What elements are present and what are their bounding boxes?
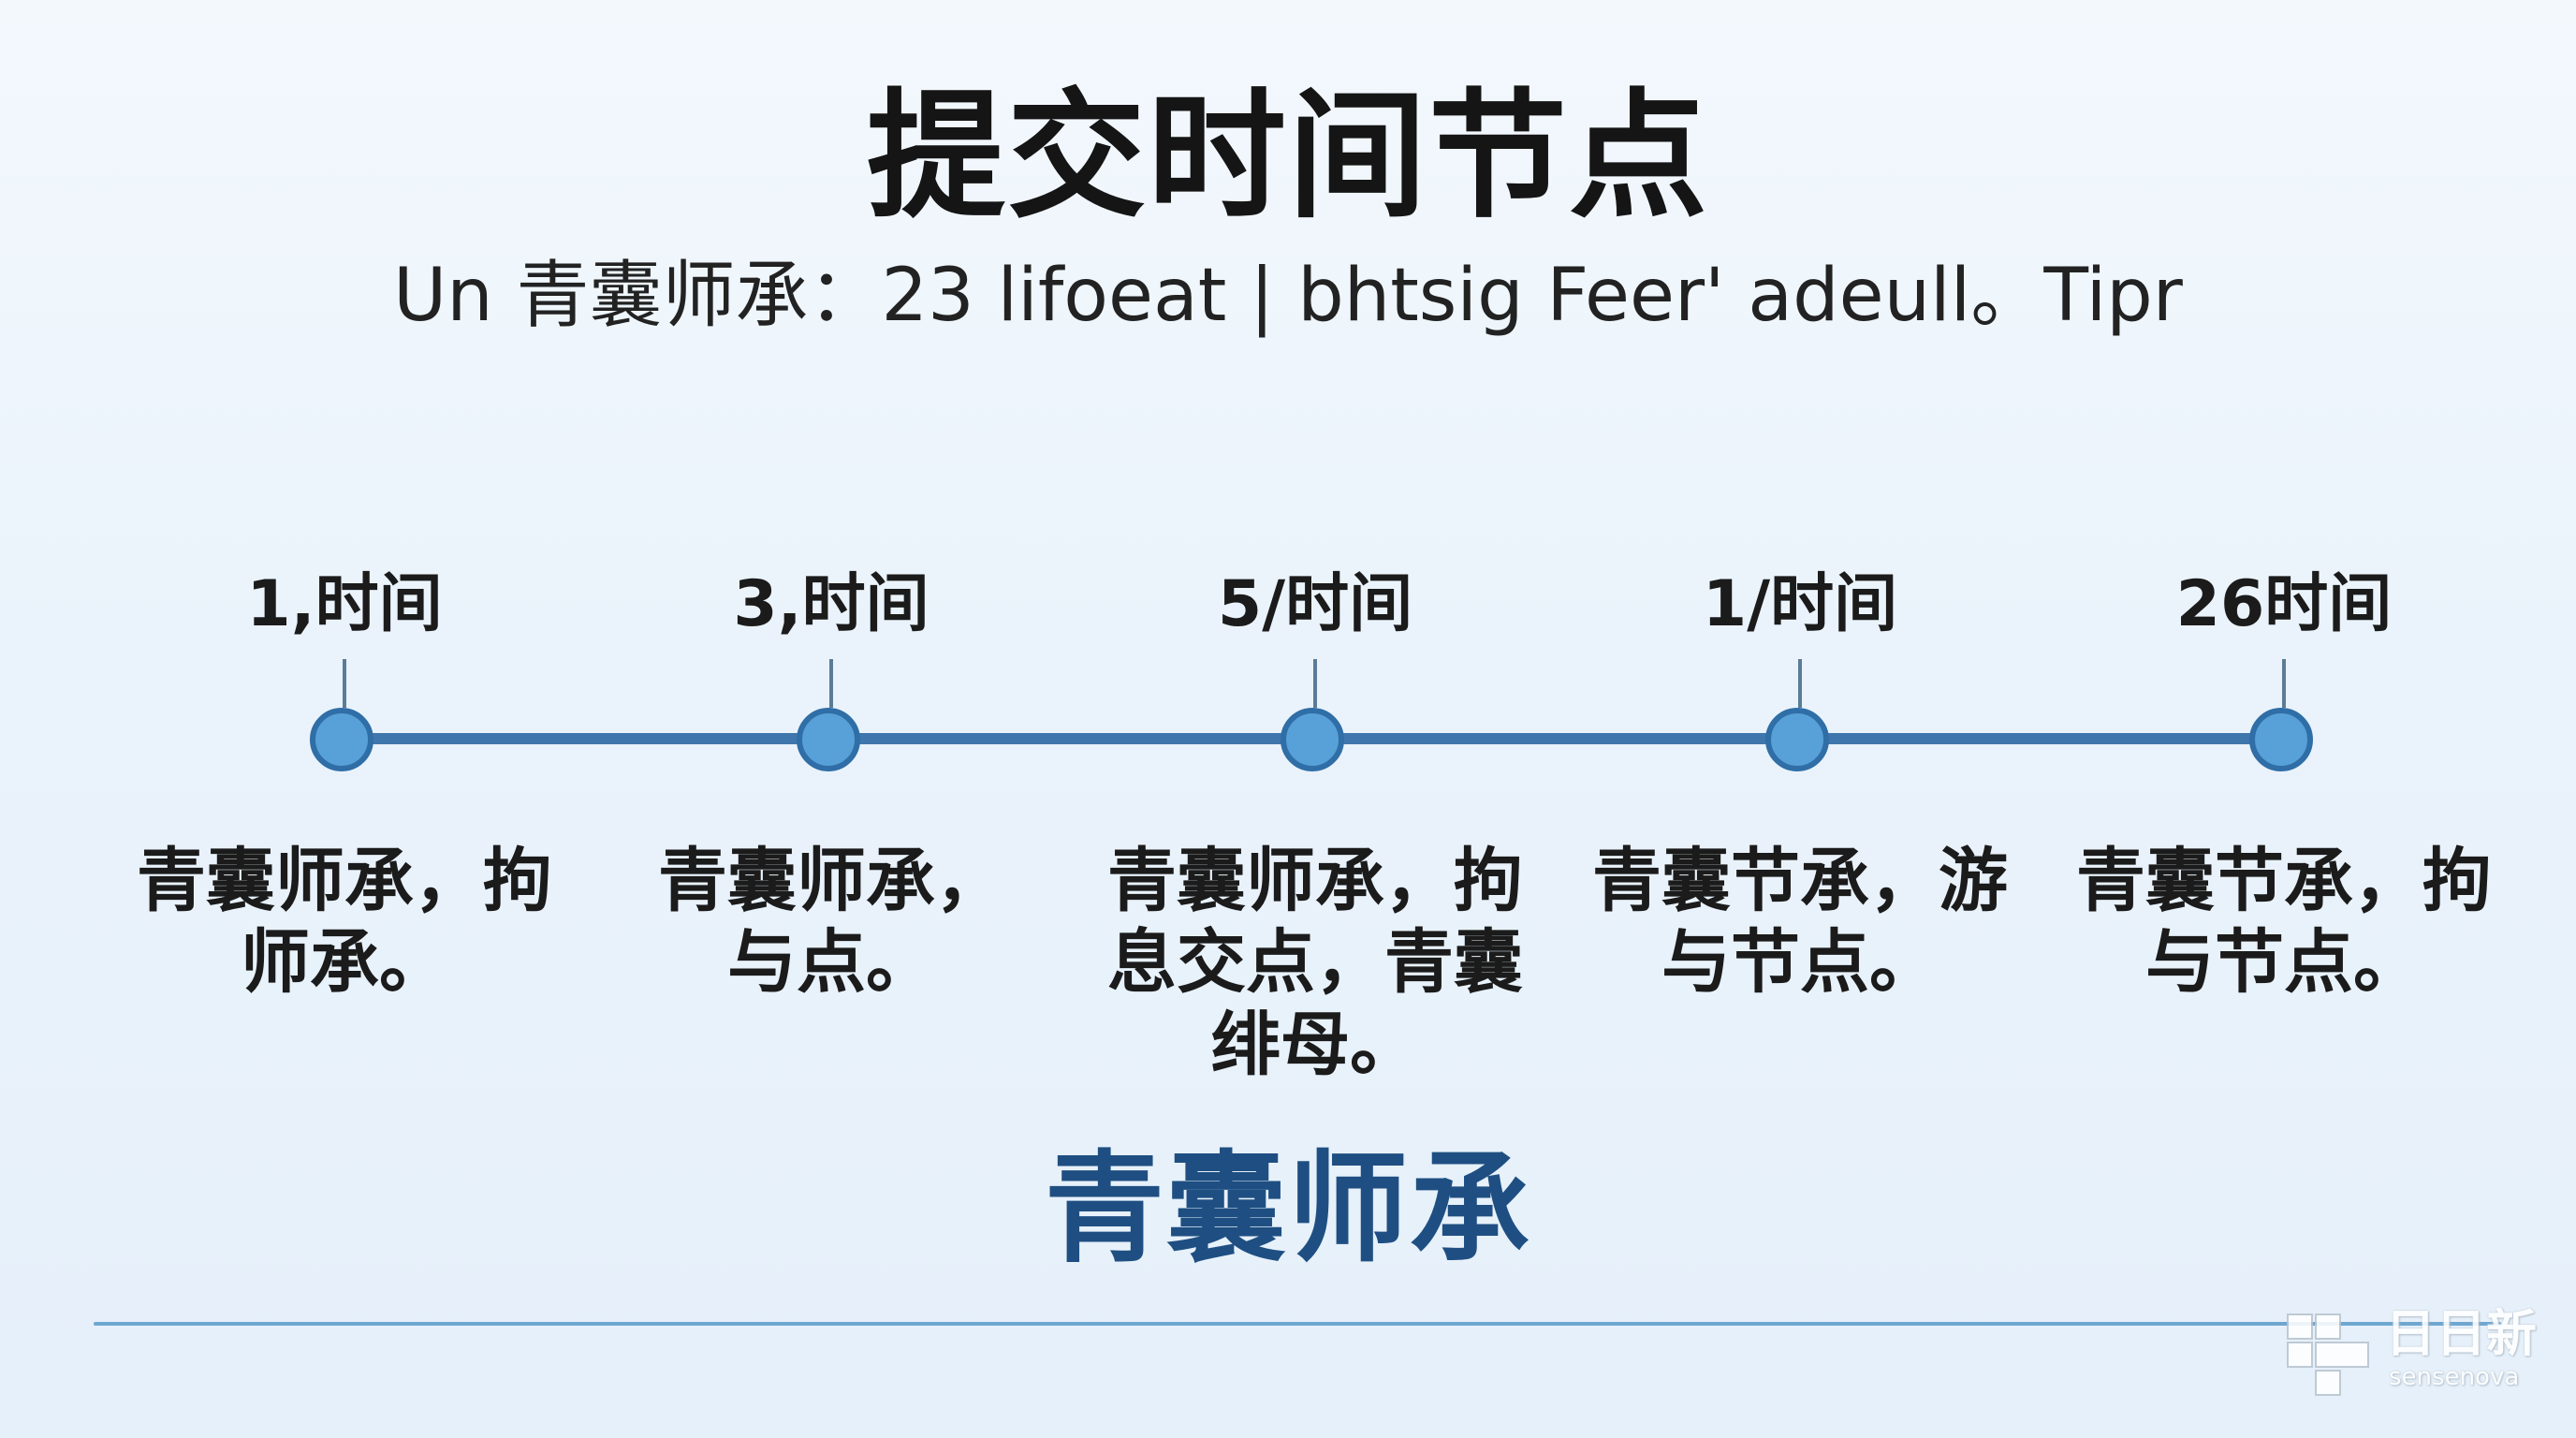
node-desc-line: 息交点，青囊 — [1107, 922, 1523, 1004]
node-tick — [2282, 659, 2286, 708]
node-date: 26时间 — [2175, 567, 2393, 641]
timeline-node-4: 1/时间 青囊节承，游 与节点。 — [1557, 524, 2043, 1180]
node-desc-line: 师承。 — [241, 922, 448, 1004]
node-dot — [2249, 708, 2313, 771]
brand-heading: 青囊师承 — [1044, 1139, 1531, 1279]
node-desc-line: 绯母。 — [1211, 1004, 1419, 1085]
node-dot — [1765, 708, 1829, 771]
node-tick — [1313, 659, 1317, 708]
node-dot — [1281, 708, 1344, 771]
node-date: 5/时间 — [1217, 567, 1413, 641]
timeline-node-3: 5/时间 青囊师承，拘 息交点，青囊 绯母。 — [1072, 524, 1559, 1180]
watermark-sub: sensenova — [2389, 1363, 2520, 1391]
node-desc-line: 青囊节承，拘 — [2076, 841, 2492, 921]
node-dot — [310, 708, 373, 771]
sensenova-logo-icon — [2287, 1313, 2369, 1396]
page-subtitle: Un 青囊师承：23 lifoeat | bhtsig Feer' adeull… — [393, 254, 2183, 338]
node-description: 青囊师承， 与点。 — [607, 841, 1056, 1005]
node-description: 青囊节承，拘 与节点。 — [2059, 841, 2509, 1005]
node-tick — [829, 659, 833, 708]
node-tick — [1798, 659, 1802, 708]
timeline-node-5: 26时间 青囊节承，拘 与节点。 — [2041, 524, 2527, 1180]
node-dot — [797, 708, 860, 771]
timeline: 1,时间 青囊师承，拘 师承。 3,时间 青囊师承， 与点。 5/时间 青囊师承… — [0, 524, 2576, 1180]
node-tick — [343, 659, 346, 708]
page-title: 提交时间节点 — [867, 76, 1709, 237]
node-desc-line: 与节点。 — [1661, 922, 1939, 1004]
node-date: 1/时间 — [1702, 567, 1898, 641]
node-description: 青囊师承，拘 息交点，青囊 绯母。 — [1090, 841, 1540, 1086]
node-date: 1,时间 — [246, 567, 443, 641]
node-desc-line: 青囊师承，拘 — [137, 841, 552, 921]
timeline-node-2: 3,时间 青囊师承， 与点。 — [588, 524, 1075, 1180]
node-date: 3,时间 — [733, 567, 929, 641]
node-description: 青囊节承，游 与节点。 — [1575, 841, 2025, 1005]
timeline-node-1: 1,时间 青囊师承，拘 师承。 — [101, 524, 588, 1180]
node-description: 青囊师承，拘 师承。 — [120, 841, 569, 1005]
node-desc-line: 与点。 — [727, 922, 935, 1004]
watermark: 日日新 sensenova — [2284, 1307, 2537, 1401]
node-desc-line: 青囊节承，游 — [1592, 841, 2008, 921]
node-desc-line: 与节点。 — [2145, 922, 2422, 1004]
bottom-divider — [94, 1322, 2501, 1326]
node-desc-line: 青囊师承，拘 — [1107, 841, 1523, 921]
watermark-name: 日日新 — [2385, 1304, 2537, 1363]
node-desc-line: 青囊师承， — [658, 841, 1004, 921]
